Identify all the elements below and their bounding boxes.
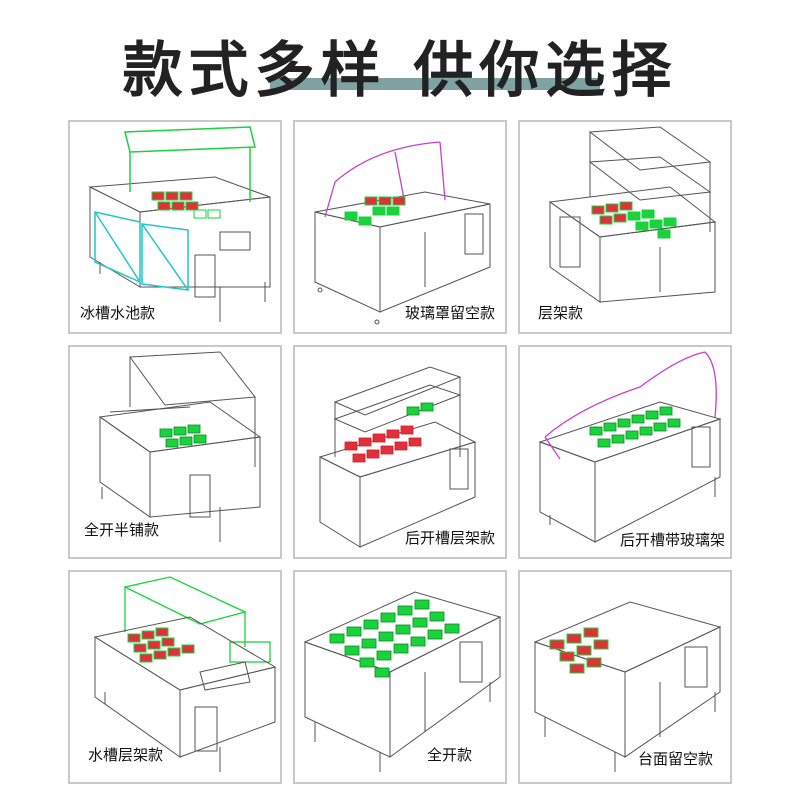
product-label: 层架款 (538, 304, 584, 322)
full-open-half-counter-illustration (98, 351, 262, 542)
product-label: 后开槽带玻璃架 (620, 531, 726, 549)
product-card-counter-space[interactable]: 台面留空款 (518, 570, 732, 784)
product-card-shelf[interactable]: 层架款 (518, 120, 732, 334)
back-slot-shelf-counter-illustration (318, 366, 477, 548)
glass-cover-counter-illustration (314, 141, 491, 325)
product-card-full-open[interactable]: 全开款 (293, 570, 507, 784)
product-card-glass-cover[interactable]: 玻璃罩留空款 (293, 120, 507, 334)
product-label: 台面留空款 (638, 750, 714, 768)
product-card-sink-shelf[interactable]: 水槽层架款 (68, 570, 282, 784)
page-header: 款式多样 供你选择 (0, 18, 800, 106)
back-slot-glass-counter-illustration (538, 351, 722, 543)
product-card-ice-sink[interactable]: 冰槽水池款 (68, 120, 282, 334)
full-open-counter-illustration (303, 591, 502, 772)
counter-space-illustration (533, 601, 722, 772)
product-label: 玻璃罩留空款 (405, 304, 496, 322)
product-label: 全开款 (427, 746, 473, 764)
product-label: 冰槽水池款 (80, 304, 156, 322)
ice-sink-counter-illustration (88, 126, 271, 322)
sink-shelf-counter-illustration (93, 576, 277, 772)
product-card-full-open-half[interactable]: 全开半铺款 (68, 345, 282, 559)
title-underline-bar (270, 78, 600, 90)
product-card-back-slot-glass[interactable]: 后开槽带玻璃架 (518, 345, 732, 559)
page-title: 款式多样 供你选择 (122, 36, 678, 106)
product-label: 全开半铺款 (84, 521, 160, 539)
product-card-back-slot-shelf[interactable]: 后开槽层架款 (293, 345, 507, 559)
product-label: 水槽层架款 (88, 746, 164, 764)
shelf-counter-illustration (548, 126, 717, 303)
product-label: 后开槽层架款 (405, 529, 496, 547)
